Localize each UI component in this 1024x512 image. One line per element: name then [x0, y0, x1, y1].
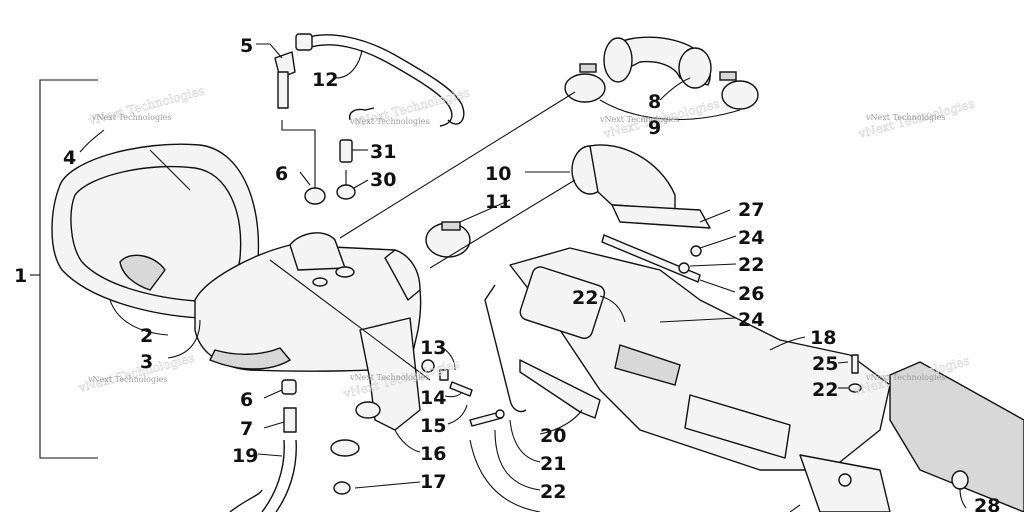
callout-16: 16	[420, 443, 446, 465]
callout-10: 10	[485, 163, 511, 185]
watermark: vNext Technologies	[865, 113, 945, 122]
callout-19: 19	[232, 445, 258, 467]
callout-30: 30	[370, 169, 396, 191]
fastener-set	[330, 354, 862, 495]
callout-1: 1	[14, 265, 27, 287]
callout-27: 27	[738, 199, 764, 221]
callout-leaders	[79, 43, 967, 512]
callout-6: 6	[275, 163, 288, 185]
callout-22: 22	[738, 254, 764, 276]
watermark: vNext Technologies	[865, 373, 945, 382]
callout-5: 5	[240, 35, 253, 57]
callout-4: 4	[63, 147, 76, 169]
watermark: vNext Technologies	[599, 115, 679, 124]
drain-hose	[229, 379, 297, 512]
temp-sensor	[281, 107, 375, 205]
callout-9: 9	[648, 117, 661, 139]
callout-labels: 1 2 3 4 5 6 6 7 8 9 10 11 12 13 14 15 16…	[14, 35, 1000, 512]
callout-6: 6	[240, 389, 253, 411]
support-rod	[484, 284, 601, 419]
watermark: vNext Technologies	[349, 373, 429, 382]
callout-24: 24	[738, 309, 764, 331]
mounting-plate	[601, 234, 701, 283]
vent-fitting	[274, 51, 296, 109]
intake-duct	[509, 247, 891, 512]
callout-17: 17	[420, 471, 446, 493]
callout-24: 24	[738, 227, 764, 249]
nut-washer-set	[678, 245, 702, 274]
callout-8: 8	[648, 91, 661, 113]
callout-21: 21	[540, 453, 566, 475]
callout-18: 18	[810, 327, 836, 349]
callout-28: 28	[974, 495, 1000, 512]
duct-gasket	[611, 204, 711, 229]
watermark: vNext Technologies	[91, 113, 171, 122]
callout-15: 15	[420, 415, 446, 437]
callout-11: 11	[485, 191, 511, 213]
callout-14: 14	[420, 387, 446, 409]
callout-20: 20	[540, 425, 566, 447]
watermark-ghost: vNext Technologies	[76, 351, 196, 396]
callout-12: 12	[312, 69, 338, 91]
callout-22: 22	[812, 379, 838, 401]
callout-13: 13	[420, 337, 446, 359]
watermark: vNext Technologies	[349, 117, 429, 126]
assembly-bracket	[30, 79, 98, 459]
leader-lines	[339, 91, 576, 269]
elbow-coupler	[564, 36, 759, 110]
airbox-body	[194, 232, 431, 431]
airbox-cover	[51, 143, 260, 319]
watermark: vNext Technologies	[87, 375, 167, 384]
callout-26: 26	[738, 283, 764, 305]
hose-clamp	[425, 221, 471, 258]
intake-silencer	[889, 361, 1024, 512]
breather-hose	[295, 33, 465, 127]
callout-3: 3	[140, 351, 153, 373]
callout-2: 2	[140, 325, 153, 347]
callout-22: 22	[572, 287, 598, 309]
callout-25: 25	[812, 353, 838, 375]
callout-22: 22	[540, 481, 566, 503]
callout-31: 31	[370, 141, 396, 163]
callout-7: 7	[240, 418, 253, 440]
